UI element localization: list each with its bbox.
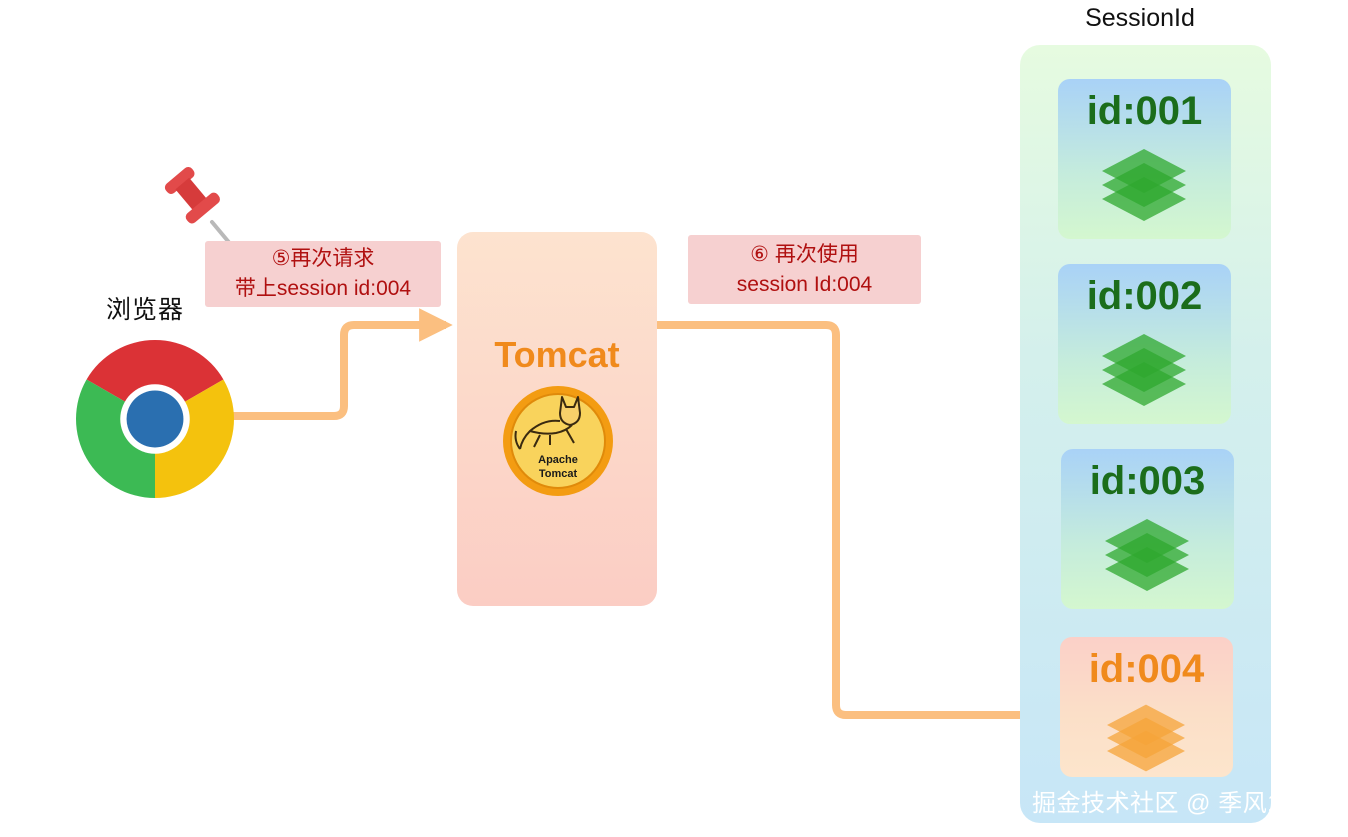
reuse-note: ⑥ 再次使用 session Id:004 <box>688 235 921 304</box>
lookup-arrow <box>657 321 1057 732</box>
session-card: id:001 <box>1058 79 1231 239</box>
layers-icon <box>1102 334 1186 406</box>
reuse-note-line2: session Id:004 <box>736 273 873 296</box>
tomcat-logo-line1: Apache <box>538 454 578 466</box>
session-id-label: id:002 <box>1086 274 1203 318</box>
session-id-label: id:001 <box>1086 89 1203 133</box>
session-id-label: id:003 <box>1089 459 1206 503</box>
session-card-active: id:004 <box>1060 637 1233 777</box>
session-id-label: id:004 <box>1088 647 1205 691</box>
pushpin-icon <box>164 166 234 248</box>
request-note-line2: 带上session id:004 <box>234 277 412 300</box>
request-note-line1: ⑤再次请求 <box>271 247 375 270</box>
layers-icon <box>1102 149 1186 221</box>
tomcat-logo-line2: Tomcat <box>539 468 578 480</box>
watermark: 掘金技术社区 @ 季风1132 <box>1032 790 1321 817</box>
session-card: id:003 <box>1061 449 1234 609</box>
layers-icon <box>1107 704 1185 772</box>
request-arrow <box>232 308 453 420</box>
apache-tomcat-logo: Apache Tomcat <box>503 386 613 496</box>
cat-icon <box>514 396 581 450</box>
browser-label: 浏览器 <box>106 296 185 324</box>
session-store-title: SessionId <box>1085 4 1195 32</box>
chrome-icon <box>76 340 234 498</box>
reuse-note-line1: ⑥ 再次使用 <box>750 243 859 266</box>
session-card: id:002 <box>1058 264 1231 424</box>
request-note: ⑤再次请求 带上session id:004 <box>205 241 441 307</box>
layers-icon <box>1105 519 1189 591</box>
tomcat-title: Tomcat <box>494 334 620 375</box>
